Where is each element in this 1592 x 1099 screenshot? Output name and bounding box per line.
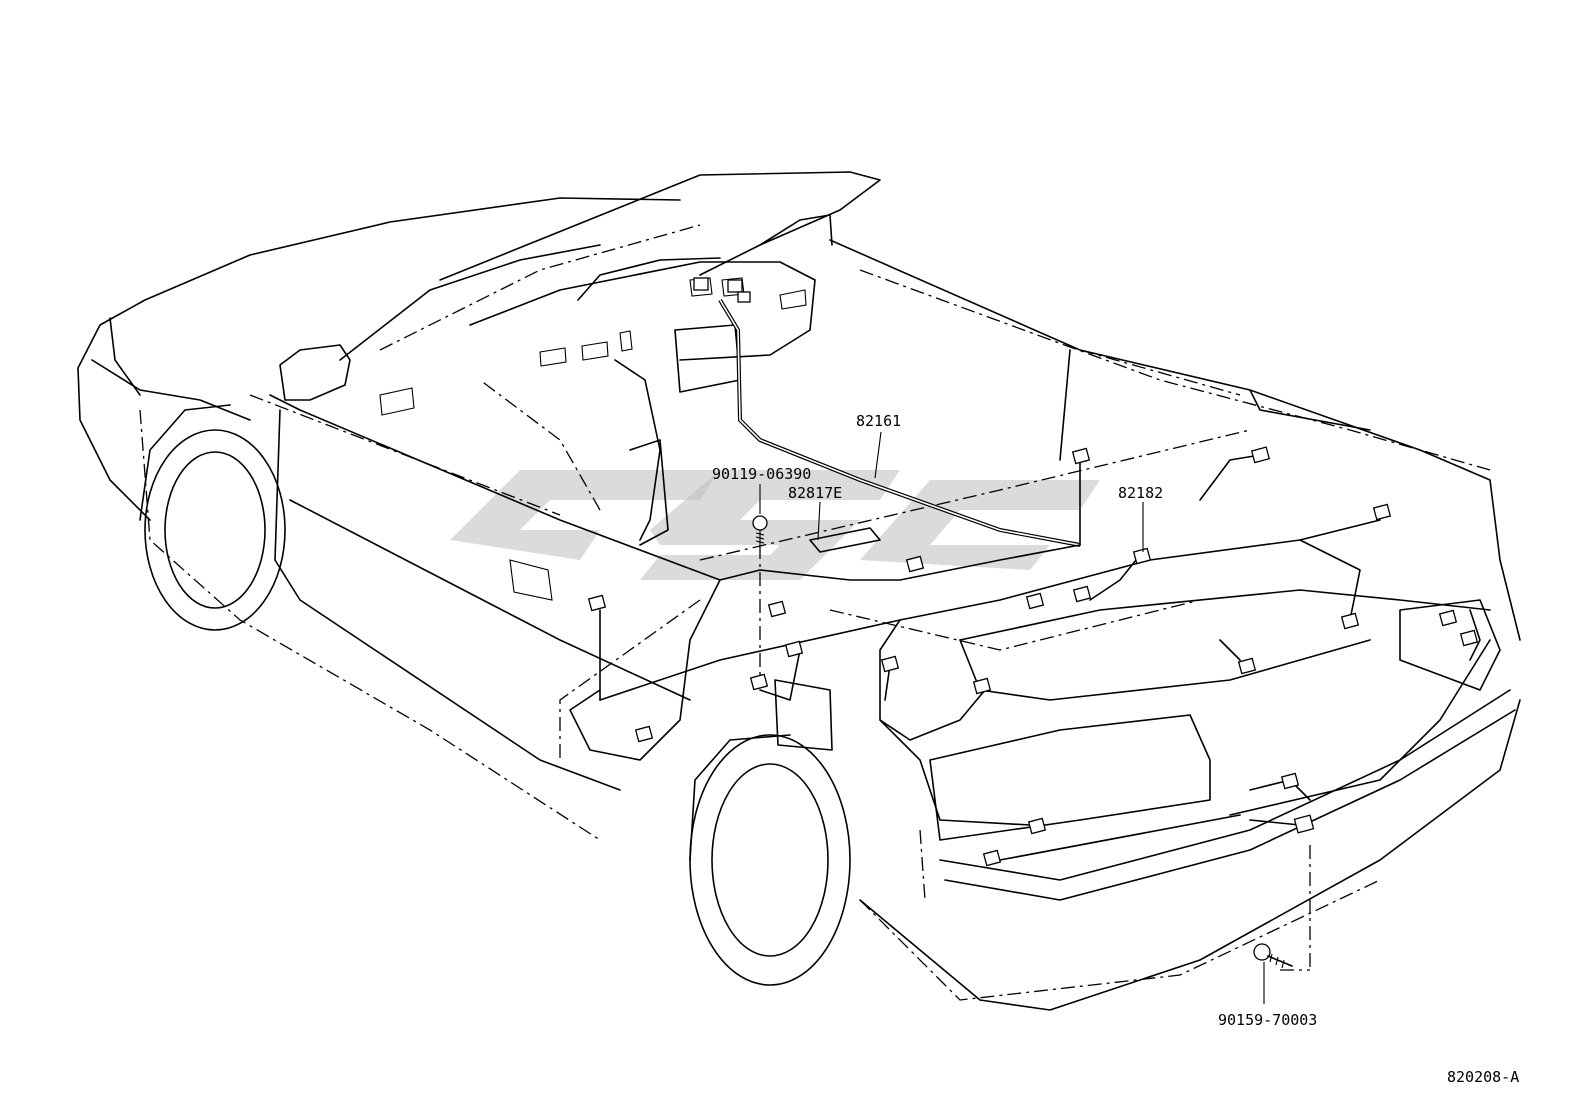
- watermark-logo: [450, 470, 1100, 580]
- phantom-lines: [139, 224, 1491, 1001]
- wire-harness: [569, 298, 1491, 861]
- label-82817E: 82817E: [788, 484, 842, 502]
- rear-screw-icon: [1253, 943, 1293, 969]
- connectors: [587, 277, 1479, 867]
- car-body: [77, 171, 1521, 1011]
- label-90159-70003: 90159-70003: [1218, 1011, 1317, 1029]
- label-82182: 82182: [1118, 484, 1163, 502]
- label-82161: 82161: [856, 412, 901, 430]
- clamp-bolt-icon: [752, 515, 768, 545]
- protector-pad: [809, 527, 881, 553]
- leader-lines: [759, 431, 1265, 1004]
- figure-code: 820208-A: [1447, 1068, 1519, 1086]
- label-90119-06390: 90119-06390: [712, 465, 811, 483]
